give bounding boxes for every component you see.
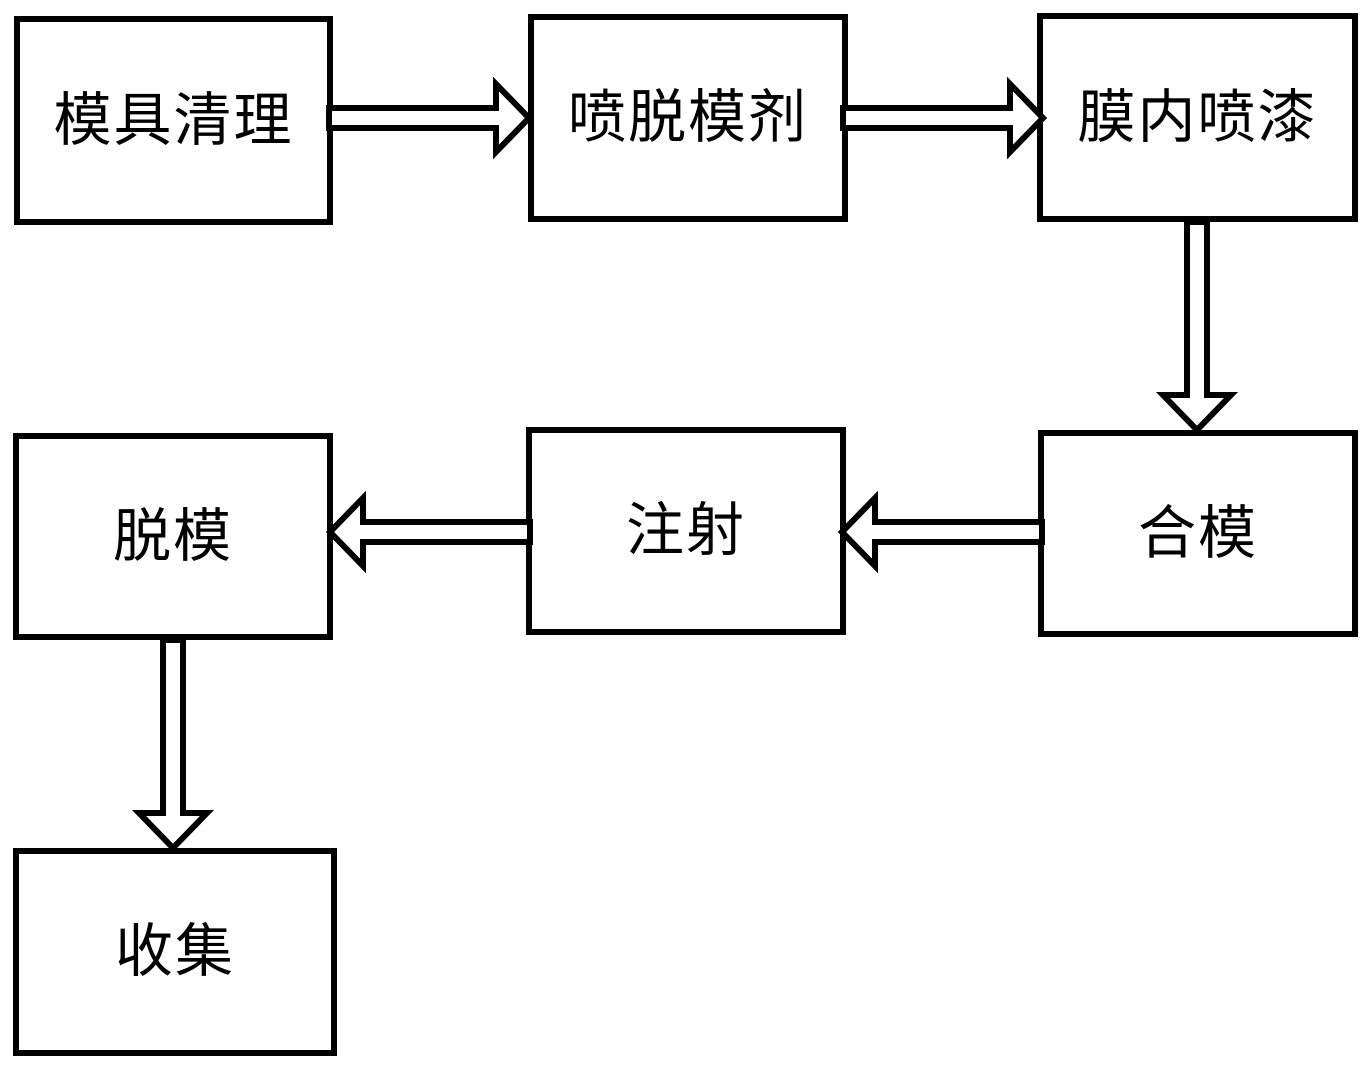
arrow-right-icon-release-to-painting — [840, 76, 1048, 160]
arrow-down-icon-demolding-to-collection — [131, 637, 215, 853]
box-spray-release-agent-label: 喷脱模剂 — [567, 85, 808, 150]
box-in-mold-painting-label: 膜内喷漆 — [1077, 84, 1318, 150]
arrow-down-icon-painting-to-closing — [1155, 219, 1239, 435]
arrow-right-icon-cleaning-to-release — [326, 76, 534, 160]
box-mold-cleaning-label: 模具清理 — [53, 87, 294, 153]
box-collection-label: 收集 — [114, 919, 235, 984]
box-mold-closing-label: 合模 — [1137, 500, 1258, 566]
box-demolding: 脱模 — [13, 433, 333, 640]
box-spray-release-agent: 喷脱模剂 — [528, 14, 848, 222]
box-mold-closing: 合模 — [1038, 430, 1358, 637]
box-in-mold-painting: 膜内喷漆 — [1037, 13, 1358, 222]
box-collection: 收集 — [13, 848, 337, 1056]
box-injection: 注射 — [526, 427, 846, 635]
box-demolding-label: 脱模 — [112, 503, 233, 569]
box-mold-cleaning: 模具清理 — [14, 16, 333, 225]
arrow-left-icon-injection-to-demolding — [325, 490, 533, 574]
arrow-left-icon-closing-to-injection — [837, 490, 1045, 574]
box-injection-label: 注射 — [625, 498, 746, 563]
